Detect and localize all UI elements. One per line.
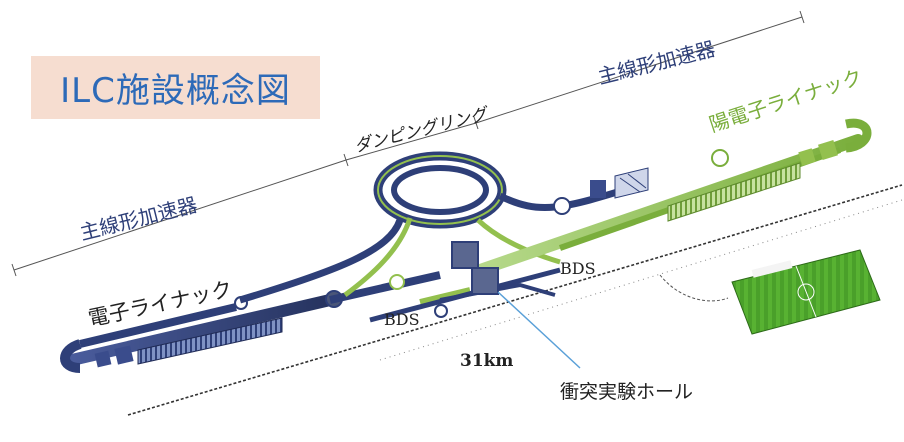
positron-linac-label: 陽電子ライナック bbox=[706, 65, 865, 137]
interaction-region bbox=[369, 241, 561, 323]
length-label: 31km bbox=[460, 351, 513, 371]
ground-line bbox=[379, 199, 903, 361]
positron-source bbox=[498, 167, 649, 215]
diagram-title: ILC施設概念図 bbox=[60, 71, 291, 111]
positron-linac bbox=[419, 118, 872, 305]
collision-hall-pointer bbox=[497, 291, 581, 369]
main-linac-left-label: 主線形加速器 bbox=[77, 193, 199, 245]
dimension-lines bbox=[11, 10, 805, 277]
damping-ring bbox=[238, 151, 561, 304]
title-box: ILC施設概念図 bbox=[31, 56, 320, 119]
bds-right-label: BDS bbox=[560, 259, 596, 278]
main-linac-right-label: 主線形加速器 bbox=[595, 37, 717, 89]
collision-hall-label: 衝突実験ホール bbox=[560, 381, 693, 403]
bds-left-label: BDS bbox=[384, 310, 420, 329]
damping-ring-label: ダンピングリング bbox=[352, 104, 492, 157]
length-baseline bbox=[127, 184, 903, 416]
soccer-field bbox=[659, 249, 881, 335]
